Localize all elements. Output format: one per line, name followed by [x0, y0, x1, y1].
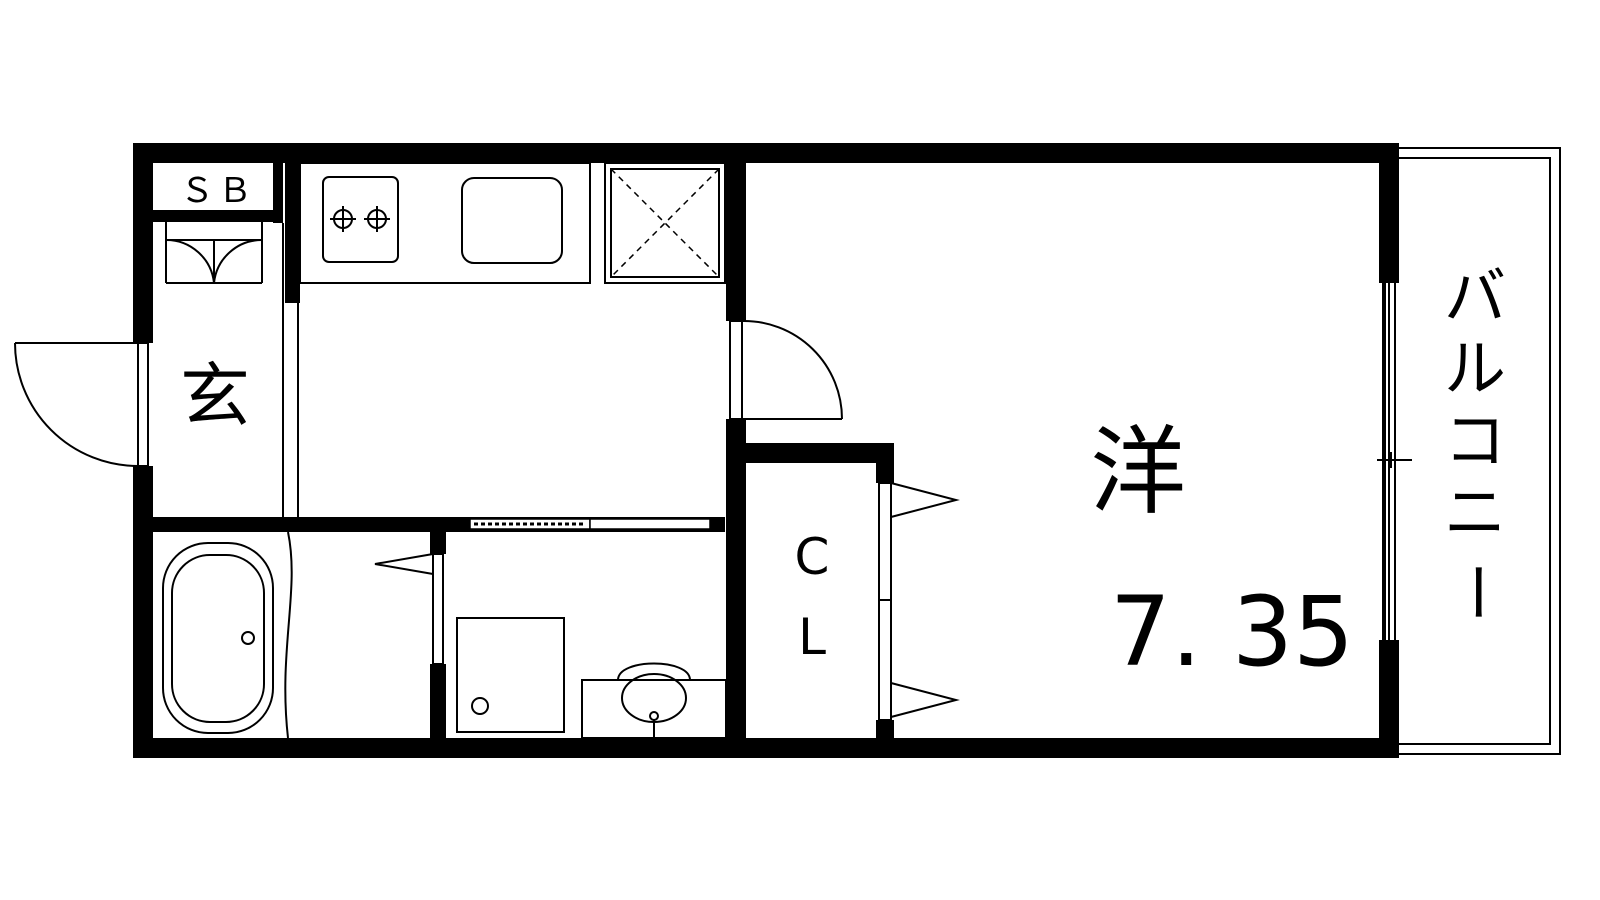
gas-stove-icon — [322, 176, 399, 263]
bath-door — [374, 553, 444, 665]
entrance-label: 玄 — [180, 355, 250, 437]
svg-text:コ: コ — [1444, 404, 1506, 477]
svg-text:ル: ル — [1444, 332, 1506, 405]
balcony-label: バ ル コ ニ ー — [1440, 260, 1513, 623]
closet-label-c: C — [795, 528, 830, 586]
bathtub-icon — [162, 531, 293, 739]
sb-label: ＳＢ — [180, 171, 256, 211]
interior-walls — [133, 143, 894, 758]
western-room-area: 7. 35 — [1110, 576, 1354, 688]
entrance-door — [14, 342, 149, 467]
washbasin-icon — [581, 662, 727, 739]
washroom-sliding-door — [469, 518, 711, 530]
outer-walls — [133, 143, 1399, 758]
balcony-window — [1377, 283, 1412, 640]
kitchen-sink-icon — [461, 177, 563, 264]
kitchen-counter — [299, 162, 591, 284]
svg-text:ニ: ニ — [1444, 476, 1506, 549]
svg-text:バ: バ — [1444, 260, 1506, 333]
western-room-label: 洋 — [1090, 416, 1186, 528]
refrigerator-space-icon — [604, 162, 726, 284]
svg-text:ー: ー — [1440, 561, 1513, 623]
washing-machine-pan-icon — [456, 617, 565, 733]
room-door — [729, 319, 843, 420]
closet-doors — [878, 482, 960, 721]
closet-label-l: L — [798, 608, 826, 666]
entrance-partition — [282, 223, 299, 517]
storage-double-door — [165, 222, 263, 284]
